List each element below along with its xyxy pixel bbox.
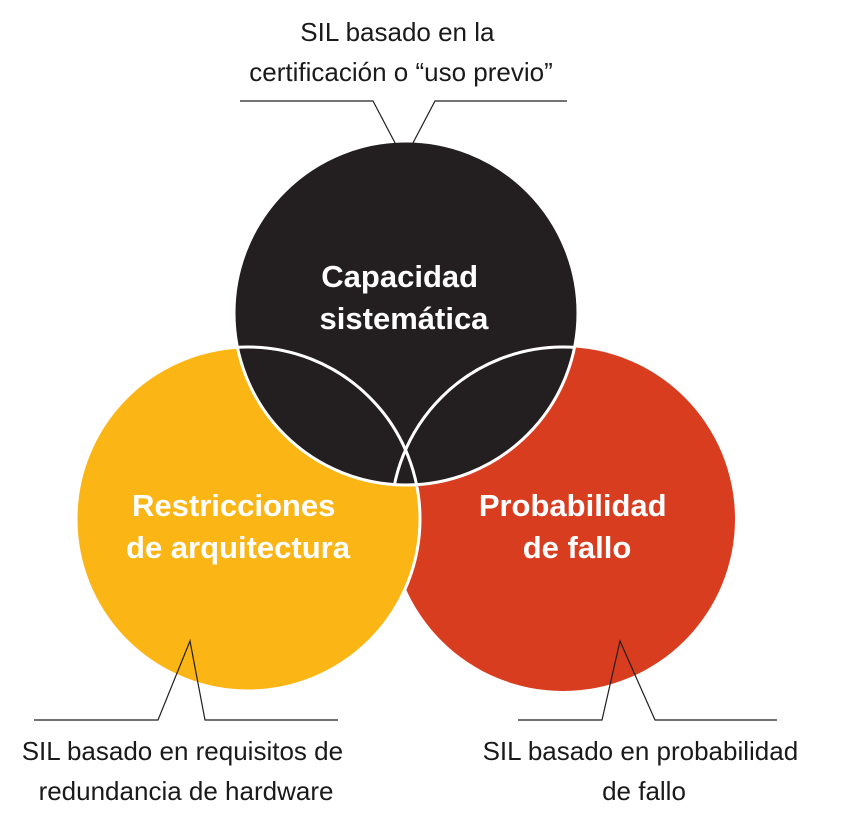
callout-left-line2: redundancia de hardware bbox=[39, 776, 334, 806]
divider-arc-top-outline bbox=[232, 139, 580, 487]
leader-left bbox=[34, 638, 338, 721]
label-probabilidad-line2: de fallo bbox=[523, 530, 632, 565]
callout-top: SIL basado en la certificación o “uso pr… bbox=[249, 17, 552, 87]
label-probabilidad-line1: Probabilidad bbox=[479, 488, 667, 523]
callout-right-line2: de fallo bbox=[602, 776, 686, 806]
callout-left-line1: SIL basado en requisitos de bbox=[22, 736, 343, 766]
divider-arc-right bbox=[389, 345, 578, 485]
leader-top bbox=[240, 100, 567, 162]
callout-top-line1: SIL basado en la bbox=[300, 17, 495, 47]
label-capacidad-line2: sistemática bbox=[320, 301, 490, 336]
divider-arcs-top bbox=[234, 345, 578, 485]
label-restricciones-line1: Restricciones bbox=[132, 488, 335, 523]
label-restricciones-de-arquitectura: Restricciones de arquitectura bbox=[126, 488, 351, 565]
leader-right bbox=[518, 639, 777, 721]
callout-right: SIL basado en probabilidad de fallo bbox=[483, 736, 806, 806]
label-restricciones-line2: de arquitectura bbox=[126, 530, 351, 565]
callout-right-line1: SIL basado en probabilidad bbox=[483, 736, 799, 766]
label-capacidad-line1: Capacidad bbox=[321, 259, 478, 294]
label-probabilidad-de-fallo: Probabilidad de fallo bbox=[479, 488, 675, 565]
label-capacidad-sistematica: Capacidad sistemática bbox=[320, 259, 490, 336]
divider-arc-left bbox=[234, 345, 422, 485]
circle-capacidad-sistematica bbox=[234, 141, 578, 485]
callout-top-line2: certificación o “uso previo” bbox=[249, 57, 552, 87]
callout-left: SIL basado en requisitos de redundancia … bbox=[22, 736, 351, 806]
